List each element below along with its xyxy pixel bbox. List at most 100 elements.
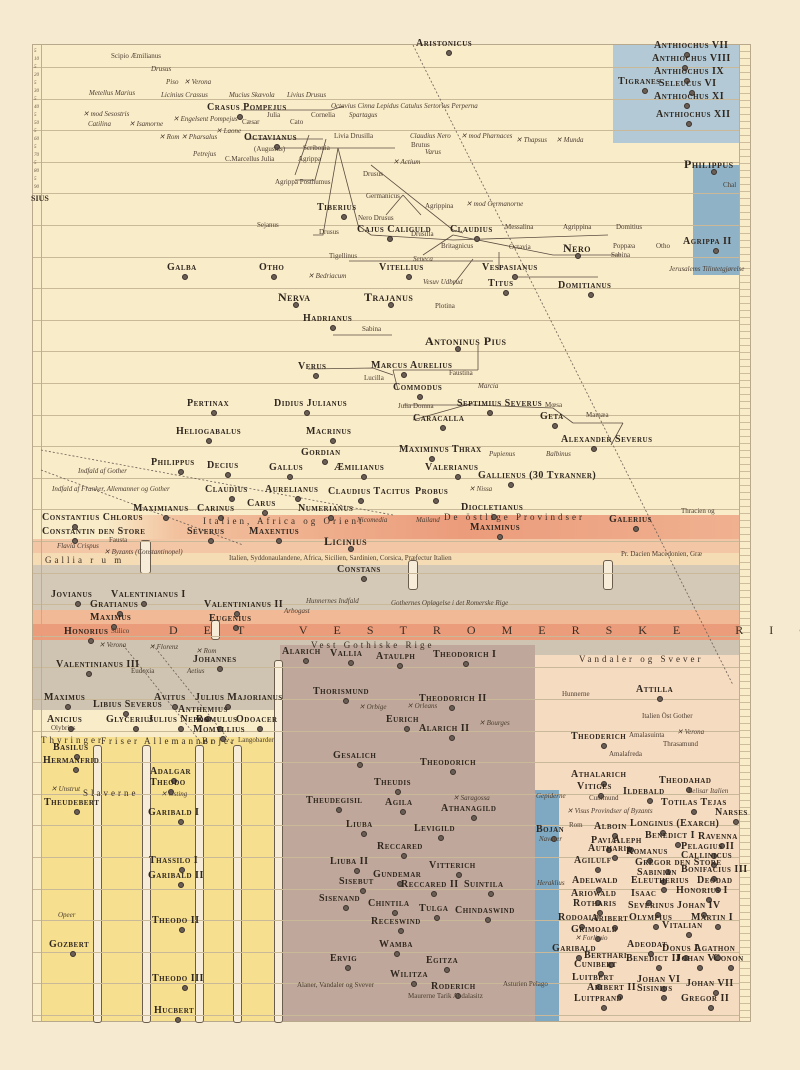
lower-section-label: Thorismund	[313, 686, 370, 697]
lower-section-label: Luitprand	[574, 993, 623, 1004]
year-line	[33, 383, 750, 384]
grey-band	[33, 565, 750, 610]
top-section-label: ✕ Engelsent Pompejus	[173, 115, 238, 123]
ruler-marker-icon	[653, 924, 659, 930]
ruler-marker-icon	[575, 253, 581, 259]
lower-section-label: Rotharis	[573, 898, 617, 909]
year-line	[33, 730, 750, 732]
top-section-label: Octavius Cinna Lepidus Catulus Sertorius…	[331, 102, 478, 110]
lower-section-label: Adelwald	[572, 875, 618, 886]
lower-section-label: Heraklius	[537, 879, 565, 887]
lower-section-label: Johannes	[193, 654, 237, 665]
ruler-marker-icon	[295, 496, 301, 502]
lower-section-label: Alarich II	[419, 723, 470, 734]
lower-section-label: Liuba	[346, 819, 373, 830]
ruler-marker-icon	[444, 967, 450, 973]
axis-tick: 5	[34, 113, 37, 118]
ruler-marker-icon	[182, 274, 188, 280]
lower-section-label: Adalgar	[150, 766, 192, 777]
top-section-label: Gordian	[301, 447, 341, 458]
empire-section-label: Gothernes Opløgelse i det Romerske Rige	[391, 599, 509, 607]
lower-section-label: Ervig	[330, 953, 358, 964]
ruler-marker-icon	[397, 663, 403, 669]
year-line	[33, 351, 750, 353]
empire-section-label: Pr. Dacien Macedonien, Græ	[621, 550, 703, 558]
top-section-label: ✕ Laone	[216, 127, 242, 135]
ruler-marker-icon	[65, 704, 71, 710]
top-section-label: Hadrianus	[303, 313, 353, 324]
ruler-marker-icon	[684, 103, 690, 109]
ruler-marker-icon	[217, 666, 223, 672]
lower-section-label: Theudebert	[44, 797, 100, 808]
lower-section-label: Theodo III	[152, 973, 204, 984]
top-section-label: Mœsa	[545, 401, 563, 409]
lower-section-label: Theudegisil	[306, 795, 363, 806]
top-section-label: Carus	[247, 498, 276, 509]
ruler-marker-icon	[72, 538, 78, 544]
ruler-marker-icon	[73, 767, 79, 773]
east-section-label: Anthiochus IX	[654, 66, 725, 77]
ruler-marker-icon	[361, 576, 367, 582]
lower-section-label: Gregor II	[681, 993, 730, 1004]
year-line	[33, 667, 750, 669]
top-section-label: Faustina	[449, 369, 473, 377]
lower-section-label: Avitus	[154, 692, 186, 703]
ruler-marker-icon	[179, 927, 185, 933]
top-section-label: Claudius Tacitus	[328, 486, 411, 497]
ruler-marker-icon	[661, 995, 667, 1001]
ruler-marker-icon	[72, 524, 78, 530]
top-section-label: Metellus Marius	[89, 89, 136, 97]
axis-tick: 5	[34, 49, 37, 54]
year-line	[33, 635, 750, 637]
year-line	[33, 699, 750, 700]
top-section-label: Brutus	[411, 141, 430, 149]
top-section-label: Poppæa	[613, 242, 636, 250]
axis-tick: 5	[34, 65, 37, 70]
top-section-label: Vitellius	[379, 262, 424, 273]
pillar	[233, 745, 242, 1023]
top-section-label: ✕ Rom ✕ Pharsalus	[159, 133, 218, 141]
top-section-label: Carinus	[197, 503, 235, 514]
lower-section-label: Chintila	[368, 898, 410, 909]
ruler-marker-icon	[661, 986, 667, 992]
top-section-label: Drusus	[319, 228, 339, 236]
lower-section-label: Liuba II	[330, 856, 369, 867]
lower-section-label: Attilla	[636, 684, 674, 695]
lower-section-label: ✕ Unstrut	[51, 785, 81, 793]
year-line	[33, 793, 750, 795]
lower-section-label: ✕ Saragossa	[453, 794, 490, 802]
top-section-label: Gallus	[269, 462, 304, 473]
top-section-label: Æmilianus	[334, 462, 385, 473]
top-section-label: Numerianus	[298, 503, 354, 514]
empire-section-label: Constantius Chlorus	[42, 512, 143, 523]
ruler-marker-icon	[606, 847, 612, 853]
year-line	[33, 572, 750, 574]
ruler-marker-icon	[274, 144, 280, 150]
lower-section-label: Belisar Italien	[688, 787, 729, 795]
lower-section-label: Anicius	[47, 714, 83, 725]
ruler-marker-icon	[178, 819, 184, 825]
lower-section-label: Friser	[101, 736, 140, 746]
ruler-marker-icon	[684, 52, 690, 58]
lower-section-label: Ildebald	[623, 786, 665, 797]
ruler-marker-icon	[588, 292, 594, 298]
top-section-label: Galba	[167, 262, 197, 273]
lower-section-label: Ataulph	[376, 651, 416, 662]
lower-section-label: ✕ Florenz	[149, 643, 179, 651]
lower-section-label: Navarer	[539, 835, 563, 843]
seleucid-blue-region	[613, 45, 741, 143]
ruler-marker-icon	[682, 65, 688, 71]
axis-tick: 5	[34, 145, 37, 150]
top-section-label: Mucius Skævola	[229, 91, 275, 99]
lower-section-label: Athanagild	[441, 803, 497, 814]
genealogy-links	[40, 45, 734, 746]
top-section-label: Domitius	[616, 223, 643, 231]
top-section-label: Vespasianus	[482, 262, 538, 273]
lower-section-label: Isaac	[631, 888, 657, 899]
pillar	[408, 560, 418, 590]
top-section-label: Commodus	[393, 382, 443, 393]
ruler-marker-icon	[660, 830, 666, 836]
top-section-label: Decius	[207, 460, 239, 471]
ruler-marker-icon	[303, 658, 309, 664]
